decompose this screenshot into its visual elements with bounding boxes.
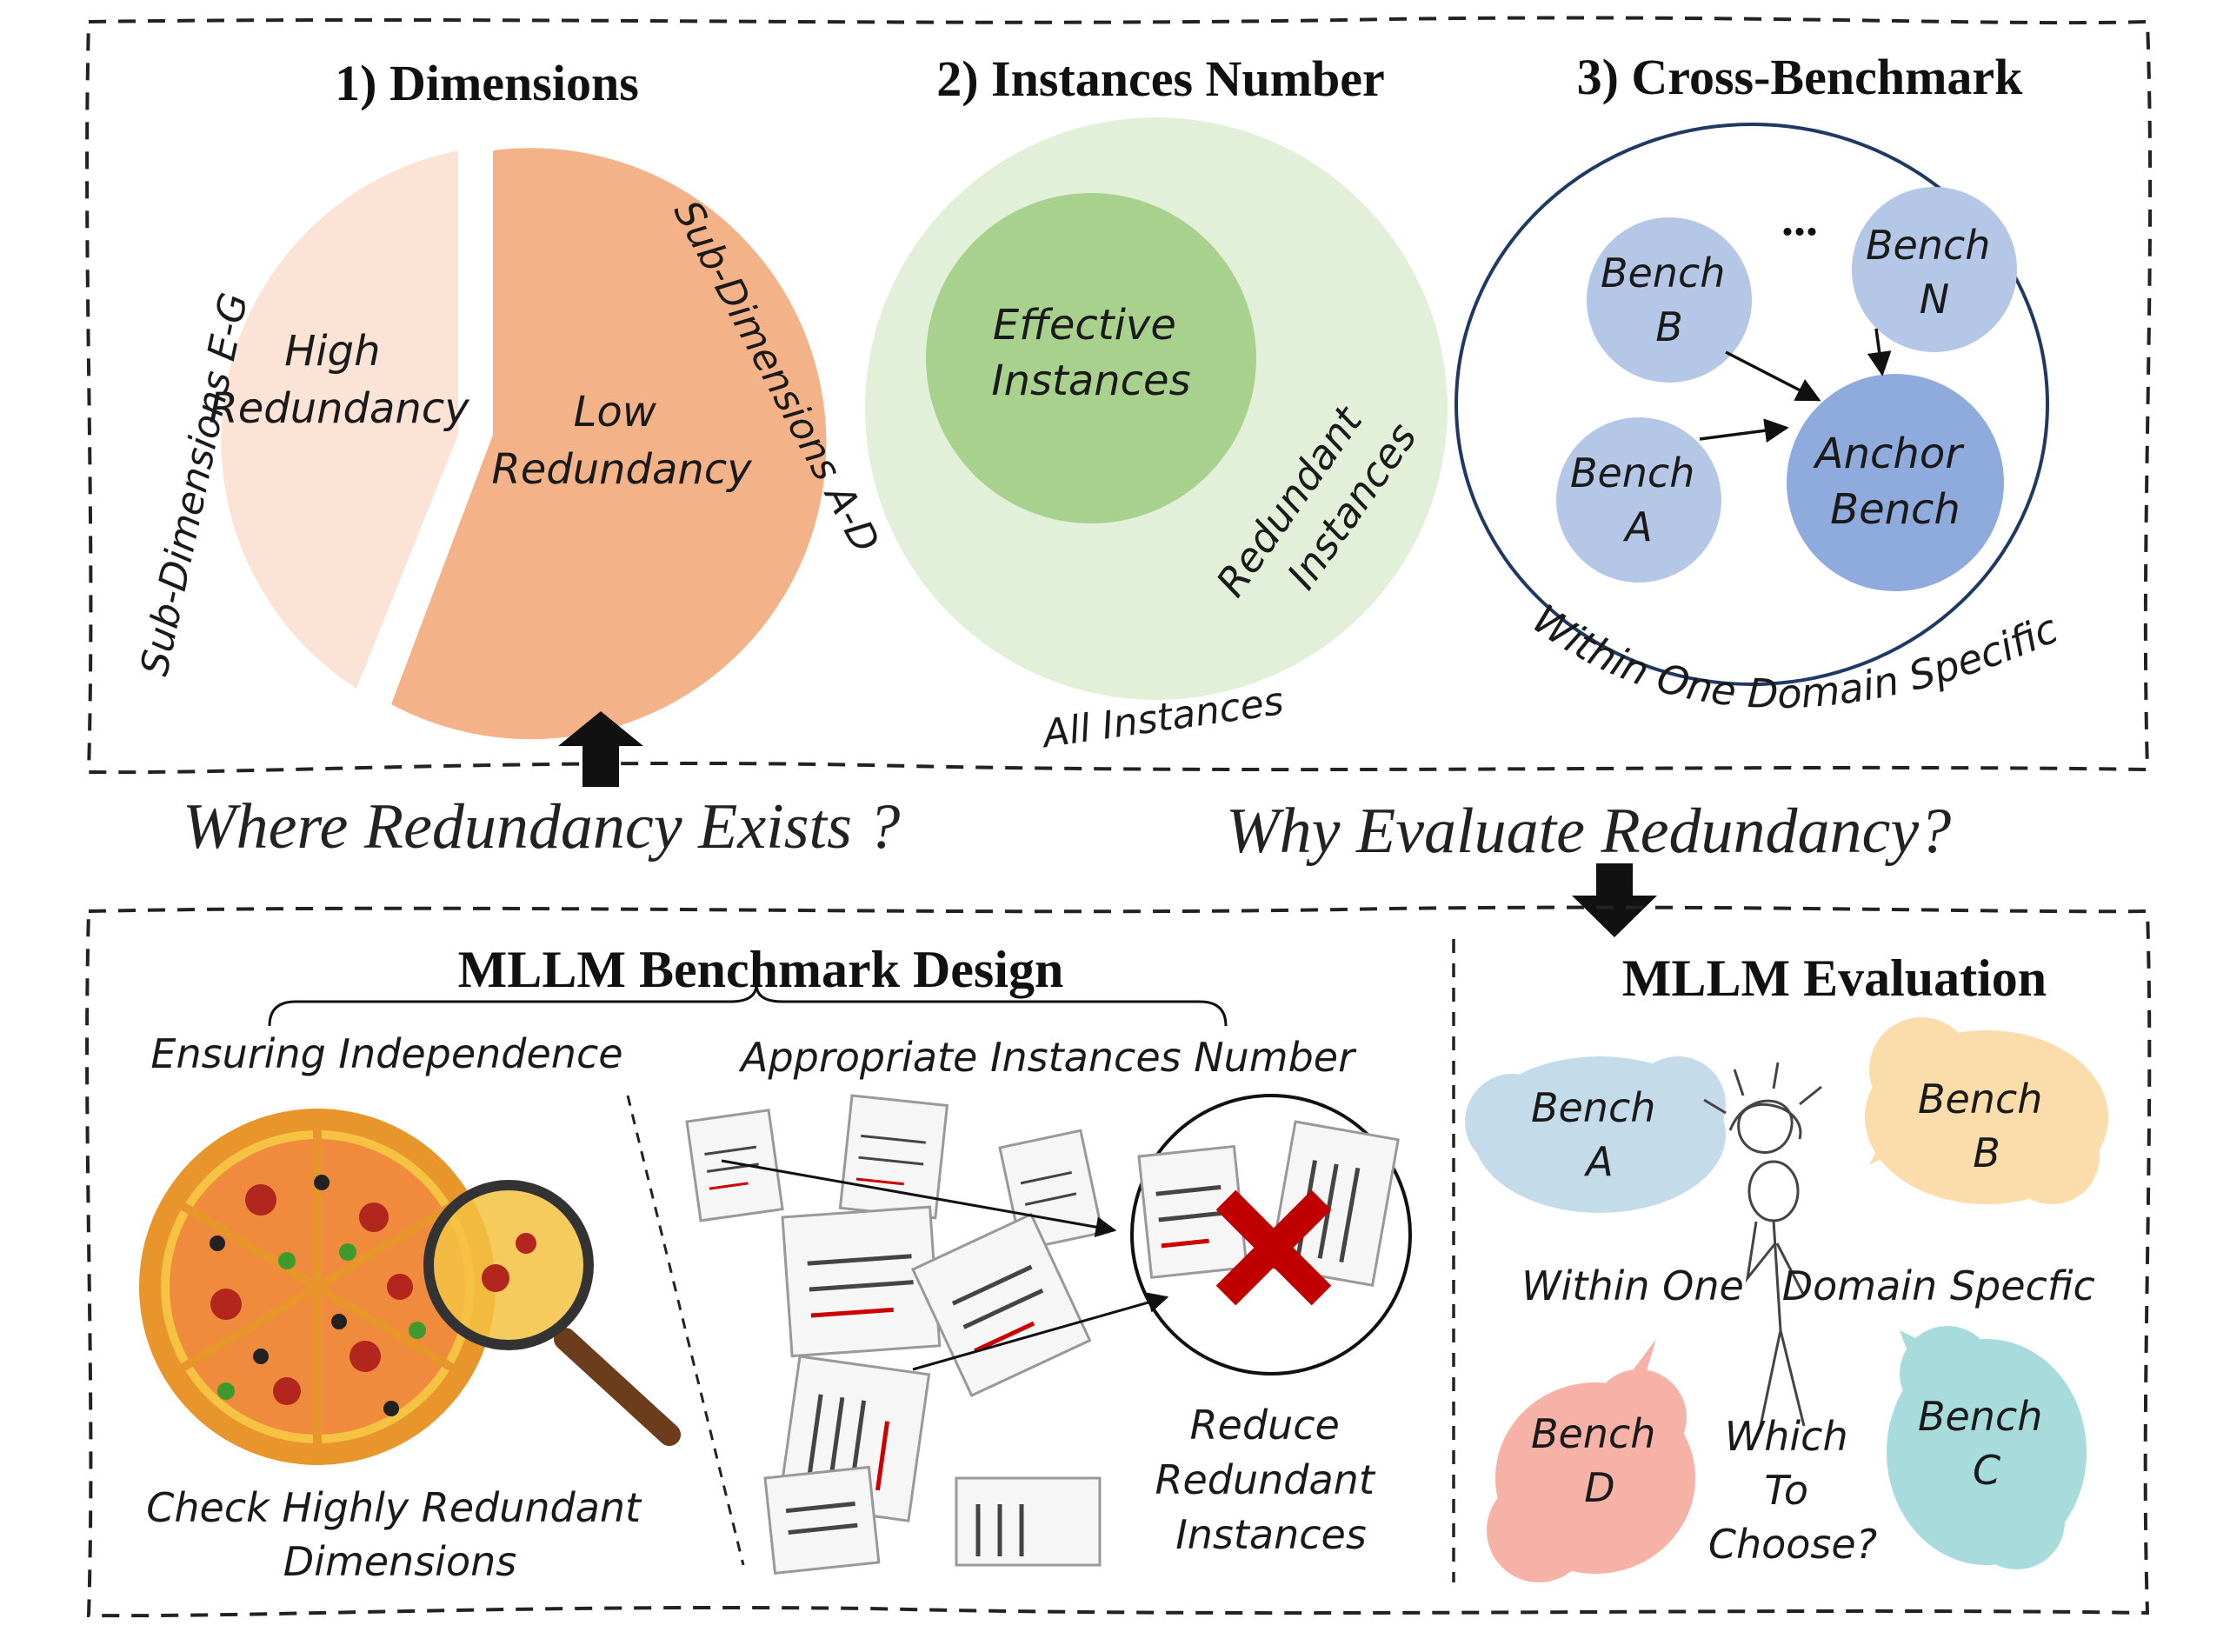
eval-bench-d-label: Bench [1531, 1410, 1655, 1457]
bench-d-bubble [1487, 1339, 1695, 1582]
pizza-icon [139, 1109, 496, 1465]
svg-text:Bench A: Bench A [1570, 450, 1707, 550]
bench-b-node [1587, 217, 1752, 383]
high-redundancy-slice [221, 150, 458, 689]
arrow-b-to-anchor [1725, 350, 1821, 402]
low-redundancy-label-2: Redundancy [491, 445, 752, 494]
design-brace [268, 983, 1228, 1027]
svg-text:Check Highly Redundant Dim: Check Highly Redundant Dimensions [146, 1484, 653, 1585]
bench-a-bubble [1465, 1056, 1726, 1213]
svg-text:Low Redundancy: Low Redundancy [491, 388, 752, 494]
anchor-bench-label: Anchor [1813, 430, 1965, 478]
eval-domain-label: Within One Domain Specfic [1521, 1262, 2095, 1309]
svg-text:Bench B: Bench B [1918, 1076, 2055, 1176]
which-to-choose-label-2: To [1764, 1467, 1808, 1514]
top-panel-frame [85, 16, 2153, 775]
svg-text:Which To Choose?: Which To Choose? [1708, 1413, 1877, 1568]
bench-a-label-2: A [1622, 503, 1652, 550]
ellipsis: ... [1781, 192, 1818, 246]
eval-bench-b-label-2: B [1973, 1129, 2000, 1176]
low-redundancy-label: Low [574, 388, 657, 436]
design-split-divider [626, 1095, 745, 1566]
bottom-panel-frame [85, 905, 2152, 1618]
which-to-choose-label: Which [1725, 1413, 1848, 1460]
cross-benchmark-title: 3) Cross-Benchmark [1577, 49, 2024, 105]
effective-instances-label-2: Instances [991, 356, 1190, 405]
paper-arrow-1 [721, 1159, 1117, 1238]
eval-bench-c-label-2: C [1973, 1447, 2000, 1494]
reduce-redundant-label: Reduce [1190, 1402, 1340, 1449]
arrow-a-to-anchor [1699, 418, 1789, 443]
evaluation-title: MLLM Evaluation [1622, 949, 2047, 1007]
appropriate-instances-label: Appropriate Instances Number [738, 1034, 1357, 1081]
eval-bench-c-label: Bench [1918, 1393, 2042, 1440]
reject-x-icon [1215, 1189, 1332, 1306]
bench-n-label-2: N [1920, 276, 1949, 323]
check-redundant-label-2: Dimensions [283, 1538, 516, 1585]
which-to-choose-label-3: Choose? [1708, 1521, 1877, 1568]
eval-bench-a-label: Bench [1531, 1084, 1655, 1131]
svg-text:Bench N: Bench N [1866, 222, 2003, 323]
ensuring-independence-label: Ensuring Independence [150, 1030, 622, 1077]
down-arrow-icon [1572, 863, 1657, 937]
papers-icon [685, 1094, 1104, 1575]
anchor-bench-label-2: Bench [1830, 485, 1960, 534]
bench-b-label-2: B [1655, 303, 1683, 350]
eval-bench-d-label-2: D [1584, 1464, 1614, 1511]
bench-a-node [1556, 417, 1721, 583]
dimensions-title: 1) Dimensions [335, 55, 639, 111]
svg-text:Reduce Redundant Insta: Reduce Redundant Instances [1155, 1402, 1388, 1558]
high-redundancy-label-2: Redundancy [209, 384, 469, 433]
bench-b-label: Bench [1601, 250, 1725, 296]
magnifier-icon [423, 1180, 681, 1446]
domain-specific-label: Within One Domain Specific [1524, 596, 2065, 718]
svg-text:Within One Domain Specific: Within One Domain Specific [1524, 596, 2065, 718]
design-title: MLLM Benchmark Design [458, 941, 1064, 998]
effective-instances-circle [926, 193, 1256, 523]
domain-frame [1454, 123, 2049, 686]
check-redundant-label: Check Highly Redundant [146, 1484, 642, 1531]
paper-arrow-2 [912, 1292, 1169, 1371]
why-question: Why Evaluate Redundancy? [1226, 796, 1951, 867]
svg-text:Anchor Bench: Anchor Bench [1813, 430, 1975, 534]
bench-b-bubble [1865, 1017, 2108, 1204]
svg-text:Bench D: Bench D [1531, 1410, 1668, 1511]
eval-bench-a-label-2: A [1583, 1138, 1613, 1185]
anchor-bench-node [1787, 374, 2004, 591]
up-arrow-icon [558, 711, 643, 787]
arrow-n-to-anchor [1867, 328, 1892, 376]
svg-text:Bench A: Bench A [1531, 1084, 1668, 1185]
low-redundancy-slice [391, 148, 827, 740]
bench-a-label: Bench [1570, 450, 1694, 496]
confused-person-icon [1703, 1062, 1822, 1427]
reduce-redundant-label-2: Redundant [1155, 1456, 1376, 1503]
where-question: Where Redundancy Exists ? [183, 791, 900, 863]
svg-text:High Redundancy: High Redundancy [209, 327, 469, 433]
effective-instances-label: Effective [993, 301, 1176, 350]
eval-bench-b-label: Bench [1918, 1076, 2042, 1122]
svg-text:Bench C: Bench C [1918, 1393, 2055, 1494]
svg-text:Bench B: Bench B [1601, 250, 1738, 350]
svg-text:Effective Instances: Effective Instances [991, 301, 1190, 405]
reduce-redundant-label-3: Instances [1175, 1511, 1367, 1558]
high-redundancy-label: High [284, 327, 380, 376]
instances-title: 2) Instances Number [936, 50, 1385, 107]
bench-n-node [1852, 187, 2017, 352]
bench-c-bubble [1887, 1326, 2087, 1569]
bench-n-label: Bench [1866, 222, 1990, 269]
